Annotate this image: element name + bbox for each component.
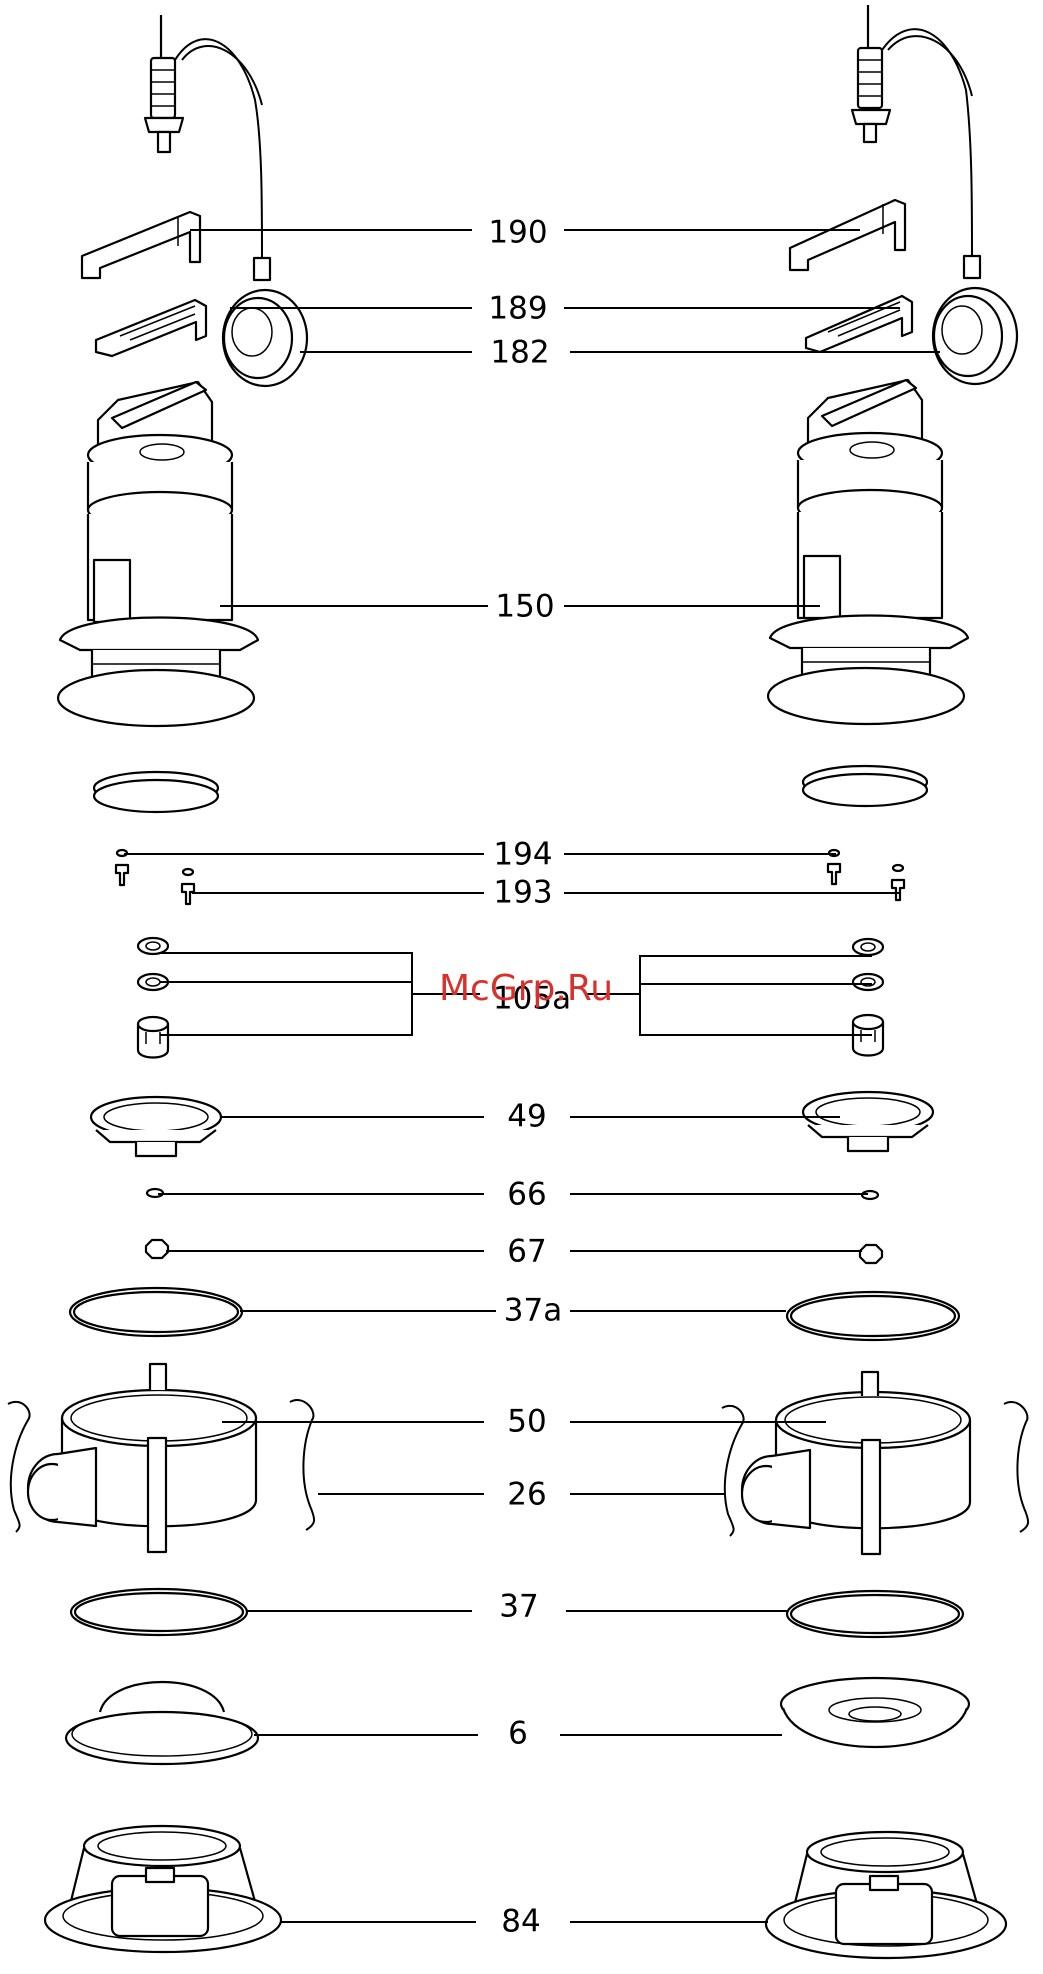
callout-182: 182: [490, 335, 549, 371]
right-part-66-67-washer-nut: [860, 1191, 882, 1263]
right-part-37-oring: [787, 1591, 963, 1637]
right-part-84-base: [766, 1832, 1006, 1958]
callout-37: 37: [499, 1589, 538, 1625]
left-part-189-clip: [96, 300, 206, 356]
left-part-190-bracket: [82, 212, 200, 278]
right-ring: [803, 766, 927, 806]
callout-50: 50: [507, 1404, 546, 1440]
right-part-6-cover: [781, 1678, 969, 1747]
left-assembly: [8, 15, 314, 1952]
right-part-182-float: [933, 288, 1017, 384]
left-part-182-float: [223, 290, 307, 386]
callout-26: 26: [507, 1477, 546, 1513]
right-part-49-impeller: [803, 1092, 933, 1151]
callout-84: 84: [501, 1904, 540, 1940]
right-part-50-housing: [742, 1372, 970, 1554]
callout-189: 189: [488, 291, 547, 327]
callout-193: 193: [493, 875, 552, 911]
callout-190: 190: [488, 215, 547, 251]
left-part-194-193-screws: [116, 850, 194, 904]
left-part-84-base: [45, 1826, 281, 1952]
callout-66: 66: [507, 1177, 546, 1213]
left-part-105a-seals: [138, 938, 168, 1058]
right-part-37a-oring: [787, 1292, 959, 1340]
left-part-50-housing: [28, 1364, 256, 1552]
left-part-37-oring: [71, 1589, 247, 1635]
callout-37a: 37a: [504, 1293, 562, 1329]
callout-150: 150: [495, 589, 554, 625]
right-assembly: [722, 5, 1028, 1958]
left-part-66-67-washer-nut: [146, 1189, 168, 1258]
left-part-6-cover: [66, 1682, 258, 1764]
right-float-switch-cable: [852, 5, 980, 278]
right-part-189-clip: [806, 296, 912, 352]
callout-194: 194: [493, 837, 552, 873]
callout-6: 6: [508, 1716, 528, 1752]
left-part-49-impeller: [91, 1097, 221, 1156]
right-part-150-pump-body: [768, 380, 968, 724]
callout-49: 49: [507, 1099, 546, 1135]
right-part-190-bracket: [790, 200, 905, 270]
callout-labels: 190 189 182 150 194 193 105a 49 66 67 37…: [488, 215, 571, 1940]
callout-67: 67: [507, 1234, 546, 1270]
left-ring: [94, 772, 218, 812]
left-part-150-pump-body: [58, 382, 258, 726]
watermark-text: McGrp.Ru: [439, 968, 613, 1009]
left-part-37a-oring: [70, 1288, 242, 1336]
